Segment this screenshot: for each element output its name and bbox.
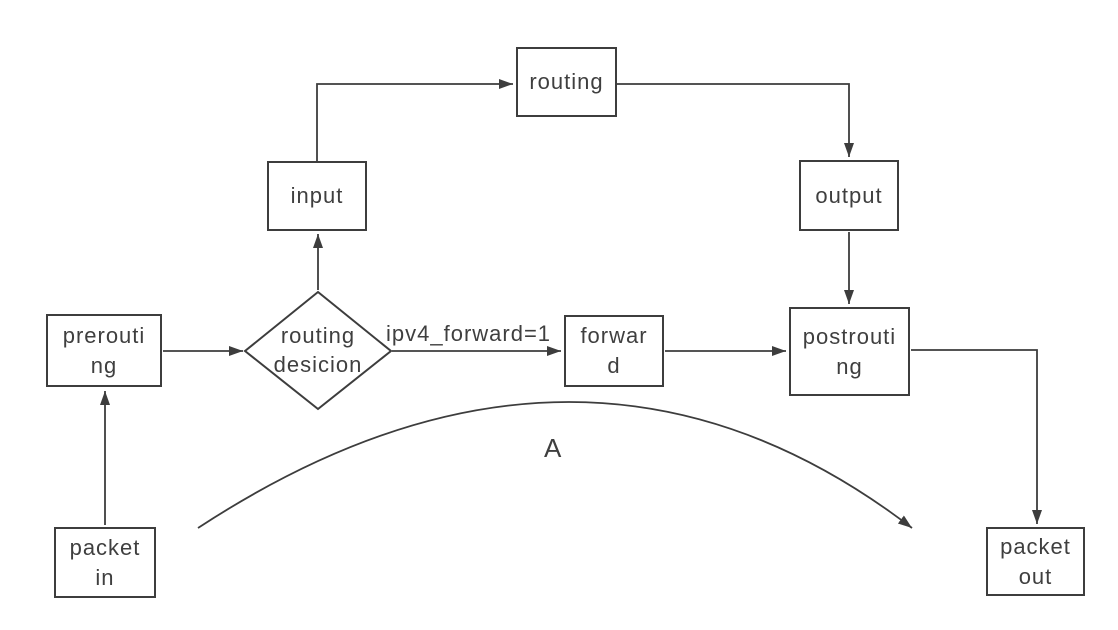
edge-input-to-routing [316, 79, 513, 161]
edge-arc-a [197, 401, 913, 529]
routing-decision-diamond [243, 290, 393, 411]
edge-routing-to-output [617, 83, 854, 157]
edge-label-a: A [544, 433, 563, 463]
node-packet-in: packet in [54, 527, 156, 598]
node-packet-out: packet out [986, 527, 1085, 596]
node-forward: forwar d [564, 315, 664, 387]
edge-postrouting-to-packet-out [911, 349, 1042, 524]
node-postrouting: postrouti ng [789, 307, 910, 396]
node-prerouting: prerouti ng [46, 314, 162, 387]
node-routing: routing [516, 47, 617, 117]
node-input: input [267, 161, 367, 231]
edge-label-ipv4-forward: ipv4_forward=1 [386, 321, 552, 346]
node-output: output [799, 160, 899, 231]
node-routing-decision-label: routing desicion [273, 323, 363, 377]
